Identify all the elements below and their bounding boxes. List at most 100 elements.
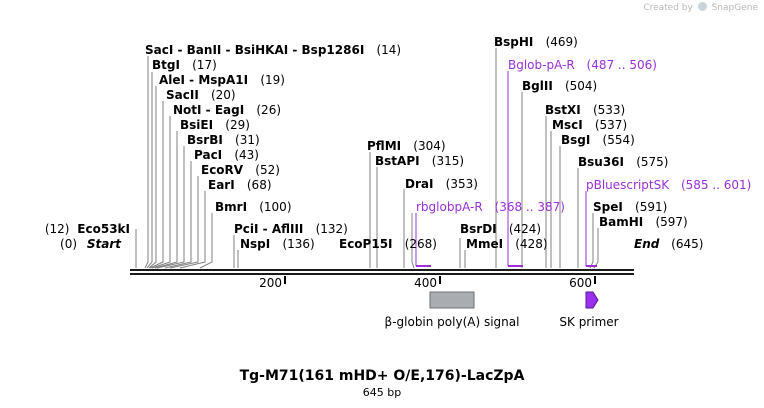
site-pos: (68) <box>247 178 272 192</box>
site-name: NotI - EagI <box>173 103 244 117</box>
site-name: BstAPI <box>375 154 420 168</box>
site-name: PciI - AflIII <box>234 222 303 236</box>
sk-primer-arrow <box>585 291 599 309</box>
site-pos: (268) <box>405 237 437 251</box>
site-pos: (533) <box>593 103 625 117</box>
site-pos: (132) <box>316 222 348 236</box>
site-label-bsiEI: BsiEI (29) <box>180 118 250 132</box>
site-name: BsiEI <box>180 118 213 132</box>
primer-range: (585 .. 601) <box>681 178 751 192</box>
credit-prefix: Created by <box>643 3 693 13</box>
site-label-speI: SpeI (591) <box>593 200 667 214</box>
site-pos: (554) <box>603 133 635 147</box>
beta-globin-polya-label: β-globin poly(A) signal <box>385 315 520 329</box>
site-name: PflMI <box>367 139 401 153</box>
site-name: BtgI <box>152 58 180 72</box>
site-pos: (52) <box>255 163 280 177</box>
site-name: AleI - MspA1I <box>159 73 248 87</box>
site-pos: (315) <box>432 154 464 168</box>
site-name: BsrBI <box>187 133 223 147</box>
primer-bar-pBluescriptSK <box>586 265 597 267</box>
site-name: MscI <box>552 118 583 132</box>
primer-bar-Bglob-pA-R <box>508 265 523 267</box>
site-pos: (537) <box>595 118 627 132</box>
site-label-bsgI: BsgI (554) <box>561 133 635 147</box>
site-label-bsu36I: Bsu36I (575) <box>578 155 668 169</box>
site-pos: (19) <box>260 73 285 87</box>
site-name: EcoRV <box>201 163 244 177</box>
site-pos: (20) <box>211 88 236 102</box>
site-label-nspI: NspI (136) <box>240 237 315 251</box>
site-label-earI: EarI (68) <box>208 178 272 192</box>
site-name: Eco53kI <box>77 222 130 236</box>
site-label-bsrBI: BsrBI (31) <box>187 133 260 147</box>
end-name: End <box>634 237 660 251</box>
site-name: BstXI <box>545 103 581 117</box>
site-label-bstXI: BstXI (533) <box>545 103 625 117</box>
site-label-bsrDI: BsrDI (424) <box>460 222 541 236</box>
site-name: SpeI <box>593 200 623 214</box>
ruler: 200 400 600 <box>259 276 596 290</box>
site-pos: (304) <box>413 139 445 153</box>
site-name: BsrDI <box>460 222 497 236</box>
end-pos: (645) <box>671 237 703 251</box>
primer-bar-rbglobpA-R <box>416 265 431 267</box>
credit-brand: SnapGene <box>711 3 758 13</box>
site-label-notI: NotI - EagI (26) <box>173 103 281 117</box>
site-label-eco53kI: (12) Eco53kI <box>45 222 130 236</box>
plasmid-title: Tg-M71(161 mHD+ O/E,176)-LacZpA <box>239 368 525 384</box>
site-name: BmrI <box>215 200 247 214</box>
primer-label-pBluescriptSK: pBluescriptSK (585 .. 601) <box>586 178 751 192</box>
site-label-bmrI: BmrI (100) <box>215 200 292 214</box>
site-label-btgI: BtgI (17) <box>152 58 217 72</box>
dna-backbone-bottom-strand <box>130 273 634 275</box>
primer-range: (368 .. 387) <box>495 200 565 214</box>
site-name: EarI <box>208 178 235 192</box>
tick-label-200: 200 <box>259 276 282 290</box>
site-label-sacI-group: SacI - BanII - BsiHKAI - Bsp1286I (14) <box>145 43 401 57</box>
site-pos: (12) <box>45 222 70 236</box>
primer-name: rbglobpA-R <box>416 200 483 214</box>
site-pos: (17) <box>192 58 217 72</box>
site-pos: (428) <box>515 237 547 251</box>
site-label-ecoRV: EcoRV (52) <box>201 163 280 177</box>
site-name: BamHI <box>599 215 643 229</box>
site-pos: (29) <box>225 118 250 132</box>
site-name: SacI - BanII - BsiHKAI - Bsp1286I <box>145 43 364 57</box>
site-pos: (575) <box>636 155 668 169</box>
beta-globin-polya-feature <box>429 291 475 309</box>
site-name: MmeI <box>466 237 503 251</box>
site-label-draI: DraI (353) <box>405 177 478 191</box>
plasmid-size: 645 bp <box>362 386 402 399</box>
site-label-ecoP15I: EcoP15I (268) <box>339 237 437 251</box>
primer-label-Bglob-pA-R: Bglob-pA-R (487 .. 506) <box>508 58 657 72</box>
site-pos: (424) <box>509 222 541 236</box>
site-label-mmeI: MmeI (428) <box>466 237 548 251</box>
site-name: BspHI <box>494 35 533 49</box>
primer-leader-lines <box>415 71 587 266</box>
site-label-pflMI: PflMI (304) <box>367 139 446 153</box>
start-name: Start <box>87 237 122 251</box>
site-label-pacI: PacI (43) <box>194 148 259 162</box>
site-label-pciI: PciI - AflIII (132) <box>234 222 348 236</box>
site-name: Bsu36I <box>578 155 624 169</box>
site-label-bglII: BglII (504) <box>522 79 597 93</box>
primer-label-rbglobpA-R: rbglobpA-R (368 .. 387) <box>416 200 565 214</box>
site-name: NspI <box>240 237 270 251</box>
site-label-bamHI: BamHI (597) <box>599 215 688 229</box>
tick-label-400: 400 <box>414 276 437 290</box>
site-pos: (26) <box>256 103 281 117</box>
site-label-aleI: AleI - MspA1I (19) <box>159 73 285 87</box>
site-pos: (43) <box>234 148 259 162</box>
site-name: BglII <box>522 79 553 93</box>
site-pos: (504) <box>565 79 597 93</box>
site-pos: (597) <box>655 215 687 229</box>
site-label-mscI: MscI (537) <box>552 118 627 132</box>
site-label-bspHI: BspHI (469) <box>494 35 578 49</box>
dna-backbone-top-strand <box>130 269 634 271</box>
primer-name: pBluescriptSK <box>586 178 670 192</box>
snapgene-credit: Created by SnapGene <box>643 2 758 13</box>
site-name: DraI <box>405 177 433 191</box>
sk-primer-label: SK primer <box>559 315 618 329</box>
